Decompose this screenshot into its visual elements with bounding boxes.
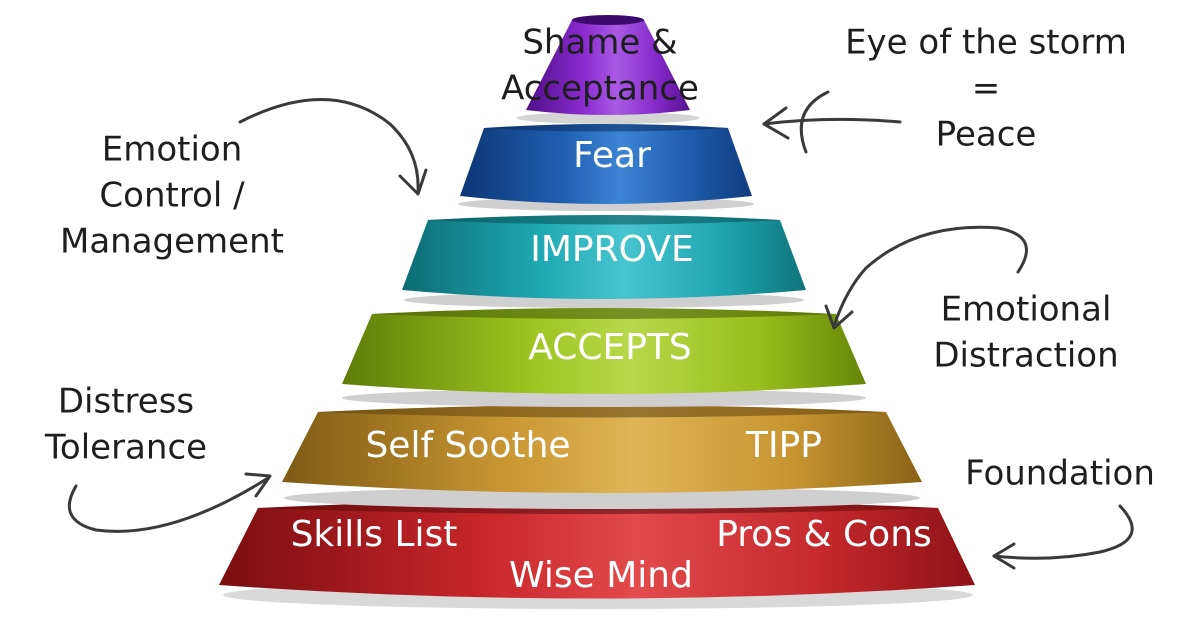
annotation-emotion-control-line2: Control /	[99, 176, 245, 216]
arrow-eye-of-storm	[762, 90, 902, 154]
arrow-emotion-control	[238, 98, 428, 196]
tier-fear	[458, 124, 754, 211]
arrow-foundation	[992, 504, 1134, 570]
annotation-eye-of-storm-line1: Eye of the storm	[845, 23, 1127, 63]
tier-shame-acceptance	[516, 15, 700, 124]
tier-shame-line2: Acceptance	[501, 69, 699, 109]
annotation-foundation-label: Foundation	[965, 454, 1155, 494]
tier-improve	[402, 215, 806, 308]
tier-foundation	[219, 500, 975, 609]
annotation-emotional-distraction-line1: Emotional	[941, 290, 1112, 330]
tier-shame-line1: Shame &	[522, 23, 677, 63]
annotation-emotion-control-line1: Emotion	[102, 130, 243, 170]
tier-distress-left-label: Self Soothe	[365, 425, 570, 466]
annotation-distress-tolerance-line1: Distress	[58, 382, 194, 422]
tier-foundation-left-label: Skills List	[291, 514, 458, 555]
tier-accepts-label: ACCEPTS	[528, 327, 692, 368]
tier-foundation-bottom-label: Wise Mind	[509, 555, 693, 596]
arrow-distress-tolerance	[67, 472, 272, 533]
tier-accepts	[342, 308, 866, 407]
annotation-eye-of-storm-line3: Peace	[936, 115, 1037, 155]
arrow-emotional-distraction	[824, 225, 1028, 330]
tier-distress-tolerance	[282, 405, 922, 509]
annotation-emotional-distraction-line2: Distraction	[933, 336, 1118, 376]
annotation-distress-tolerance-line2: Tolerance	[44, 428, 207, 468]
annotation-eye-of-storm-line2: =	[972, 69, 1001, 109]
annotation-emotion-control-line3: Management	[60, 222, 284, 262]
tier-fear-label: Fear	[573, 135, 651, 176]
tier-foundation-right-label: Pros & Cons	[716, 514, 932, 555]
tier-distress-right-label: TIPP	[745, 425, 822, 466]
tier-improve-label: IMPROVE	[530, 229, 693, 270]
